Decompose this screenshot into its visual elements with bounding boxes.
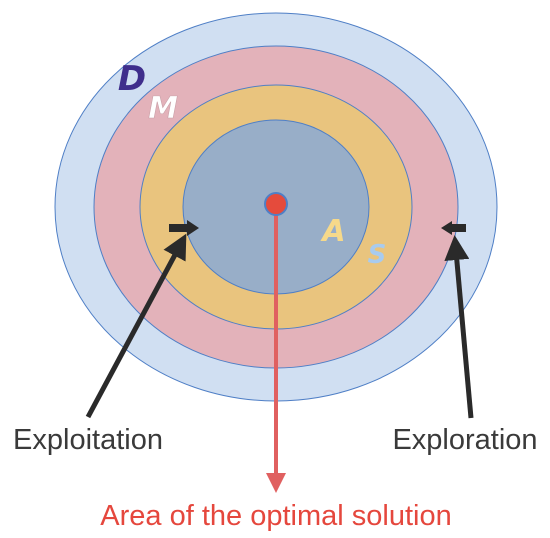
label-a: A: [320, 214, 345, 249]
optimal-point: [264, 192, 288, 216]
arrow-right-icon: [169, 220, 199, 236]
exploitation-arrow: [85, 233, 187, 419]
exploitation-label: Exploitation: [13, 424, 163, 456]
label-d: D: [118, 59, 146, 99]
exploration-arrow: [444, 235, 474, 419]
label-m: M: [148, 91, 178, 126]
arrow-left-icon: [441, 221, 466, 235]
optimal-area-label: Area of the optimal solution: [100, 500, 451, 532]
exploration-label: Exploration: [392, 424, 537, 456]
label-s: S: [368, 240, 387, 270]
